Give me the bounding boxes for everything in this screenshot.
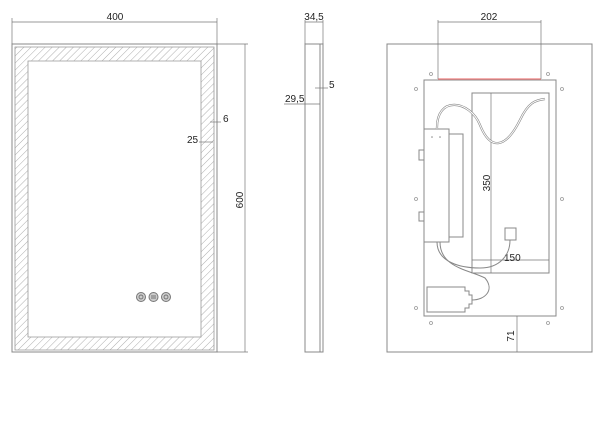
led-border-hatch — [14, 46, 215, 351]
dim-box-width-label: 150 — [504, 253, 521, 264]
mirror-outline — [11, 43, 218, 353]
storage-box — [471, 92, 550, 274]
dim-bracket-label: 202 — [481, 12, 498, 23]
dim-height-label: 600 — [235, 191, 246, 208]
back-panel — [423, 79, 557, 317]
back-outline — [386, 43, 593, 353]
back-view: 202 350 150 71 — [386, 12, 593, 353]
side-profile — [304, 43, 324, 353]
dim-width-label: 400 — [107, 12, 124, 23]
sun-icon[interactable] — [161, 292, 171, 302]
dim-inset-label: 25 — [187, 135, 199, 146]
side-view: 34,5 5 29,5 — [284, 12, 335, 353]
dim-glass-label: 5 — [329, 80, 335, 91]
dim-box-height-label: 350 — [482, 174, 493, 191]
dim-depth-label: 34,5 — [304, 12, 324, 23]
dim-bottom-label: 71 — [506, 330, 517, 342]
dim-border-label: 6 — [223, 114, 229, 125]
sensor-module — [504, 227, 517, 241]
power-supply — [426, 286, 473, 313]
led-driver — [423, 128, 450, 243]
power-icon[interactable] — [136, 292, 146, 302]
swap-icon[interactable] — [148, 292, 159, 302]
front-view: 400 600 6 25 — [11, 12, 248, 353]
screw-dots — [414, 72, 564, 325]
dim-frame-label: 29,5 — [285, 94, 305, 105]
